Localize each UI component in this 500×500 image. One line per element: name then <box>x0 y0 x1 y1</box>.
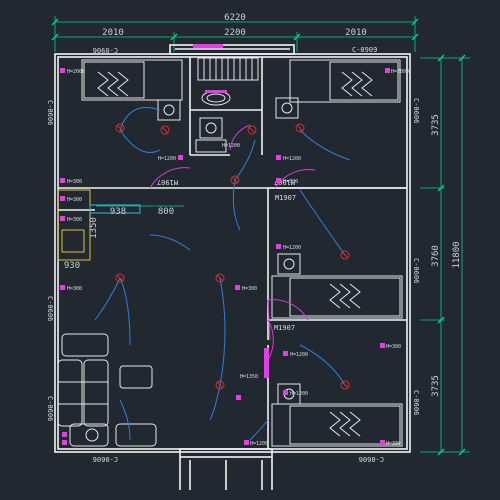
doors <box>149 124 316 361</box>
sofa-set <box>57 333 157 447</box>
label-h2000-tr: H=2000 <box>391 69 409 75</box>
label-h300-r3: H=300 <box>386 344 401 350</box>
bed-top-right <box>275 59 401 119</box>
door-label-lower: M1907 <box>274 324 295 332</box>
dim-total-width: 6220 <box>224 13 246 23</box>
dim-total-height: 11800 <box>452 241 462 268</box>
dim-right-top: 3735 <box>431 114 441 136</box>
label-h300-k2: H=300 <box>67 217 82 223</box>
label-h1200-r3: H=1200 <box>290 352 308 358</box>
label-h1200-r1: H=1200 <box>283 156 301 162</box>
window-top-left: C-0906 <box>93 46 118 54</box>
top-window-block <box>169 44 295 55</box>
ceiling-lights <box>115 123 350 390</box>
label-h300-c: H=300 <box>242 286 257 292</box>
entrance <box>179 448 273 490</box>
label-h300-k1: H=300 <box>67 197 82 203</box>
dim-800: 800 <box>158 207 174 217</box>
bathroom-fixtures <box>195 90 231 153</box>
dim-1350: 1350 <box>89 217 99 239</box>
dim-938: 938 <box>110 207 126 217</box>
label-h1200-l1: H=1200 <box>158 156 176 162</box>
dim-right-middle: 3760 <box>431 245 441 267</box>
outlets <box>60 68 390 445</box>
window-left-upper: C-0606 <box>46 100 54 125</box>
door-label-center: M1907 <box>275 194 296 202</box>
dim-right-bottom: 3735 <box>431 375 441 397</box>
label-h1350: H=1350 <box>240 374 258 380</box>
top-dimension-lines <box>51 16 419 52</box>
label-h300-l2: H=300 <box>67 286 82 292</box>
stairs <box>197 57 259 81</box>
dim-middle-width: 2200 <box>224 28 246 38</box>
window-bottom-left: C-0606 <box>93 455 118 463</box>
window-right-lower: C-0606 <box>412 390 420 415</box>
kitchen-counter <box>57 189 141 261</box>
label-h300-l1: H=300 <box>67 179 82 185</box>
door-label-right: M1907 <box>274 178 295 186</box>
window-left-middle: C-0606 <box>46 296 54 321</box>
label-h1200-r4: H=1200 <box>290 391 308 397</box>
window-top-right: C-0909 <box>352 46 377 54</box>
label-h1200-bath: H=1200 <box>222 143 240 149</box>
label-h1200-b: H=1200 <box>250 441 268 447</box>
dim-930: 930 <box>64 261 80 271</box>
door-label-left: M1907 <box>157 178 178 186</box>
dim-left-width: 2010 <box>102 28 124 38</box>
window-left-lower: C-0606 <box>46 396 54 421</box>
right-dimension-lines <box>420 54 470 456</box>
window-right-upper: C-0606 <box>412 98 420 123</box>
window-bottom-right: C-0606 <box>359 455 384 463</box>
label-h2000-tl: H=2000 <box>67 69 85 75</box>
bed-top-left <box>81 59 183 121</box>
wiring <box>94 107 351 441</box>
label-h300-r1: H=300 <box>283 179 298 185</box>
label-h300-r4: H=300 <box>386 441 401 447</box>
dim-right-width: 2010 <box>345 28 367 38</box>
label-h1200-r2: H=1200 <box>283 245 301 251</box>
window-right-middle: C-0606 <box>412 258 420 283</box>
bed-middle-right <box>271 253 403 319</box>
bed-bottom-right <box>271 383 403 447</box>
interior-walls <box>58 57 407 449</box>
